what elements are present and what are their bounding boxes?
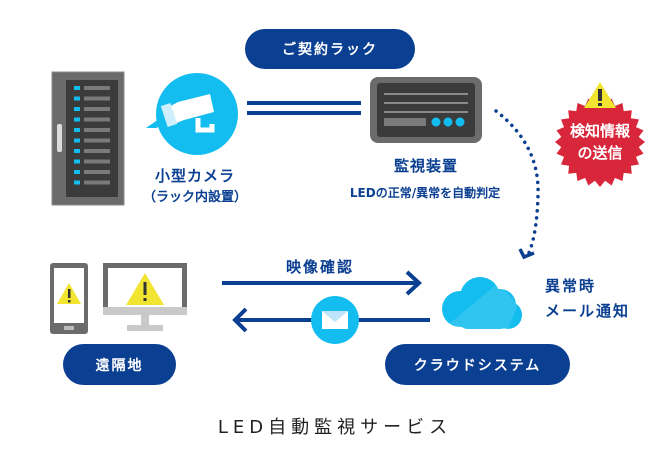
monitor-device-sublabel: LEDの正常/異常を自動判定 bbox=[349, 186, 501, 200]
rack-slot bbox=[84, 86, 110, 90]
camera-label: 小型カメラ bbox=[154, 167, 235, 185]
contract-rack-label: ご契約ラック bbox=[245, 29, 415, 69]
rack-led bbox=[74, 128, 80, 132]
smartphone-icon bbox=[50, 263, 88, 334]
anomaly-mail-line1: 異常時 bbox=[545, 277, 597, 295]
rack-led bbox=[74, 170, 80, 174]
cloud-icon bbox=[442, 277, 522, 329]
monitor-icon bbox=[103, 263, 187, 331]
camera-to-device-link bbox=[247, 101, 361, 115]
rack-led bbox=[74, 96, 80, 101]
rack-led bbox=[74, 159, 80, 164]
rack-slot bbox=[84, 180, 110, 185]
monitoring-device-icon bbox=[370, 77, 482, 143]
rack-slot bbox=[84, 128, 110, 132]
video-check-arrow bbox=[222, 270, 422, 296]
remote-label: 遠隔地 bbox=[63, 344, 176, 385]
rack-slot bbox=[84, 170, 110, 174]
rack-led bbox=[74, 86, 80, 90]
alert-badge-line1: 検知情報 bbox=[569, 122, 630, 140]
cloud-system-label: クラウドシステム bbox=[385, 344, 570, 385]
mail-icon bbox=[311, 296, 359, 344]
camera-icon bbox=[146, 73, 238, 155]
server-rack-icon bbox=[51, 71, 125, 206]
rack-led bbox=[74, 149, 80, 153]
rack-led bbox=[74, 138, 80, 143]
alert-badge bbox=[555, 82, 645, 187]
diagram-title: LED自動監視サービス bbox=[217, 417, 453, 438]
rack-slot bbox=[84, 107, 110, 111]
rack-led bbox=[74, 107, 80, 111]
monitor-device-label: 監視装置 bbox=[393, 157, 458, 175]
rack-slot bbox=[84, 159, 110, 164]
anomaly-mail-line2: メール通知 bbox=[545, 302, 631, 320]
rack-slot bbox=[84, 138, 110, 143]
alert-badge-line2: の送信 bbox=[577, 144, 623, 162]
rack-slot bbox=[84, 117, 110, 122]
detection-dotted-arrow bbox=[494, 109, 540, 260]
rack-slot bbox=[84, 149, 110, 153]
camera-sublabel: （ラック内設置） bbox=[142, 190, 247, 205]
rack-slot bbox=[84, 96, 110, 101]
rack-led bbox=[74, 117, 80, 122]
rack-led bbox=[74, 180, 80, 185]
video-check-label: 映像確認 bbox=[285, 258, 354, 276]
starburst-shape bbox=[555, 97, 645, 187]
